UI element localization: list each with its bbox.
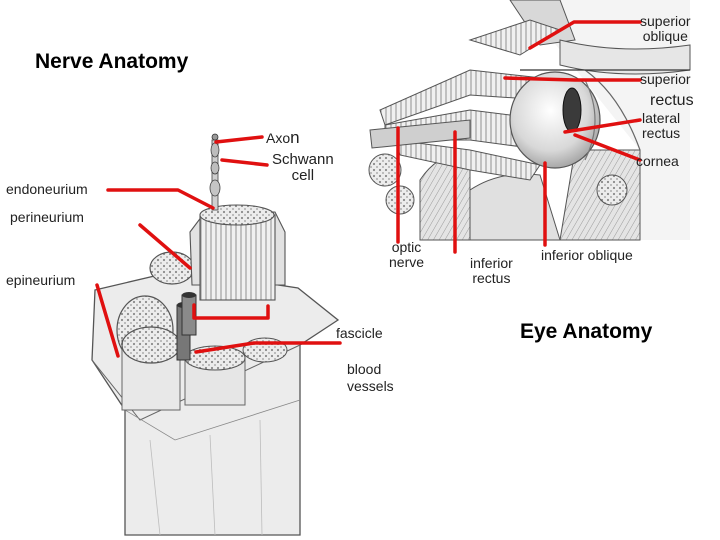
label-superior-rectus-line1: superior <box>640 71 691 87</box>
label-fascicle: fascicle <box>336 325 383 341</box>
fascicle-main <box>199 214 276 301</box>
leader-epineurium <box>95 283 120 358</box>
inferior-rectus-muscle <box>394 139 541 181</box>
label-axon: Axon <box>266 128 300 147</box>
label-inferior-rectus-line1: inferior <box>470 255 513 271</box>
label-inferior-oblique: inferior oblique <box>541 247 633 263</box>
label-blood-vessels: blood vessels <box>347 361 394 395</box>
label-lateral-line1: lateral <box>642 110 681 126</box>
leader-superior-rectus <box>503 76 642 82</box>
eye-illustration <box>360 0 691 241</box>
label-optic-line1: optic <box>391 239 422 255</box>
label-superior-oblique: superior oblique <box>640 13 691 45</box>
leader-axon <box>214 135 264 144</box>
label-blood-line2: vessels <box>347 377 394 394</box>
label-inferior-rectus: inferior rectus <box>470 255 513 287</box>
label-endoneurium: endoneurium <box>6 181 88 197</box>
leader-lateral-rectus <box>563 118 642 134</box>
label-epineurium: epineurium <box>6 272 76 288</box>
label-axon-suffix: n <box>290 128 300 147</box>
leader-fascicle <box>192 303 270 320</box>
label-superior-oblique-line1: superior <box>640 13 691 29</box>
leader-lines <box>95 20 642 358</box>
label-cornea: cornea <box>636 153 679 169</box>
label-lateral-line2: rectus <box>642 125 681 142</box>
label-superior-rectus-line2: rectus <box>650 92 694 109</box>
leader-perineurium <box>138 223 192 270</box>
leader-blood-vessels <box>194 341 342 354</box>
label-blood-line1: blood <box>347 361 382 377</box>
nerve-illustration <box>91 133 340 536</box>
leader-endoneurium <box>106 188 215 210</box>
optic-nerve <box>369 119 471 149</box>
label-optic-line2: nerve <box>389 254 425 271</box>
leader-schwann <box>220 158 269 167</box>
label-schwann-line1: Schwann <box>272 151 334 168</box>
label-perineurium: perineurium <box>10 209 84 225</box>
label-optic-nerve: optic nerve <box>389 239 425 271</box>
leader-superior-oblique <box>528 20 642 50</box>
label-schwann-line2: cell <box>291 167 315 185</box>
label-inferior-rectus-line2: rectus <box>472 270 511 287</box>
nerve-anatomy-title: Nerve Anatomy <box>35 50 189 73</box>
leader-cornea <box>573 133 642 162</box>
iris-pupil <box>562 87 582 133</box>
label-axon-prefix: Axo <box>266 130 291 146</box>
eye-anatomy-title: Eye Anatomy <box>520 320 653 343</box>
label-superior-oblique-line2: oblique <box>642 28 688 45</box>
label-lateral-rectus: lateral rectus <box>642 110 681 142</box>
label-schwann-cell: Schwann cell <box>272 151 334 185</box>
eyeball <box>509 71 601 169</box>
